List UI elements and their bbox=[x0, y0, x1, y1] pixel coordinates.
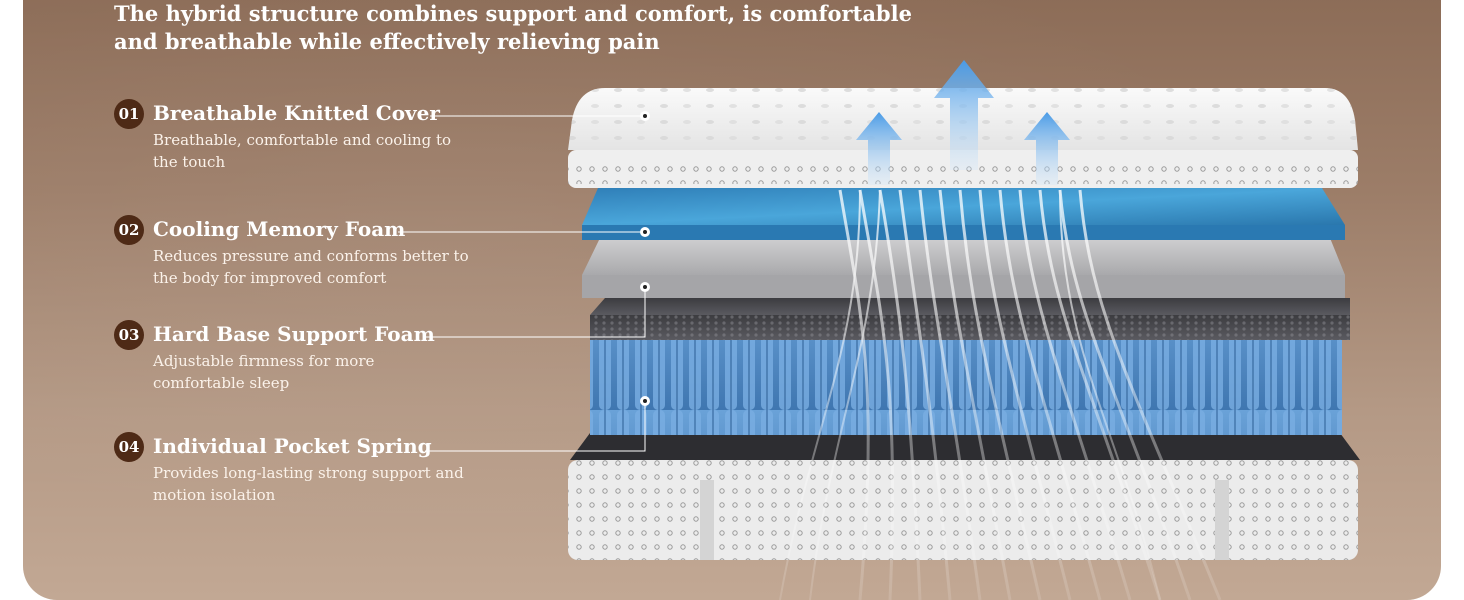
airflow-streams bbox=[779, 189, 1222, 600]
airflow-arrow-icon bbox=[1024, 112, 1070, 185]
feature-title: Cooling Memory Foam bbox=[153, 217, 406, 241]
feature-title: Hard Base Support Foam bbox=[153, 322, 435, 346]
feature-hard-base-support-foam: 03 Hard Base Support Foam Adjustable fir… bbox=[114, 320, 514, 400]
airflow-arrow-icon bbox=[856, 112, 902, 185]
mattress-layers-illustration bbox=[568, 60, 1360, 600]
feature-description: Adjustable firmness for more comfortable… bbox=[153, 352, 375, 392]
feature-number-badge: 04 bbox=[114, 432, 144, 462]
feature-individual-pocket-spring: 04 Individual Pocket Spring Provides lon… bbox=[114, 432, 514, 512]
base-shell bbox=[568, 433, 1360, 560]
feature-breathable-knitted-cover: 01 Breathable Knitted Cover Breathable, … bbox=[114, 99, 514, 179]
airflow-arrow-icon bbox=[934, 60, 994, 170]
feature-description: Provides long-lasting strong support and… bbox=[153, 464, 464, 504]
feature-cooling-memory-foam: 02 Cooling Memory Foam Reduces pressure … bbox=[114, 215, 514, 295]
feature-description: Breathable, comfortable and cooling to t… bbox=[153, 131, 452, 171]
feature-title: Individual Pocket Spring bbox=[153, 434, 432, 458]
feature-description: Reduces pressure and conforms better to … bbox=[153, 247, 469, 287]
support-foam-layer bbox=[582, 238, 1345, 298]
headline: The hybrid structure combines support an… bbox=[114, 1, 912, 54]
feature-number-badge: 03 bbox=[114, 320, 144, 350]
feature-number-badge: 02 bbox=[114, 215, 144, 245]
pocket-spring-layer bbox=[590, 298, 1350, 435]
feature-number-badge: 01 bbox=[114, 99, 144, 129]
feature-title: Breathable Knitted Cover bbox=[153, 101, 440, 125]
